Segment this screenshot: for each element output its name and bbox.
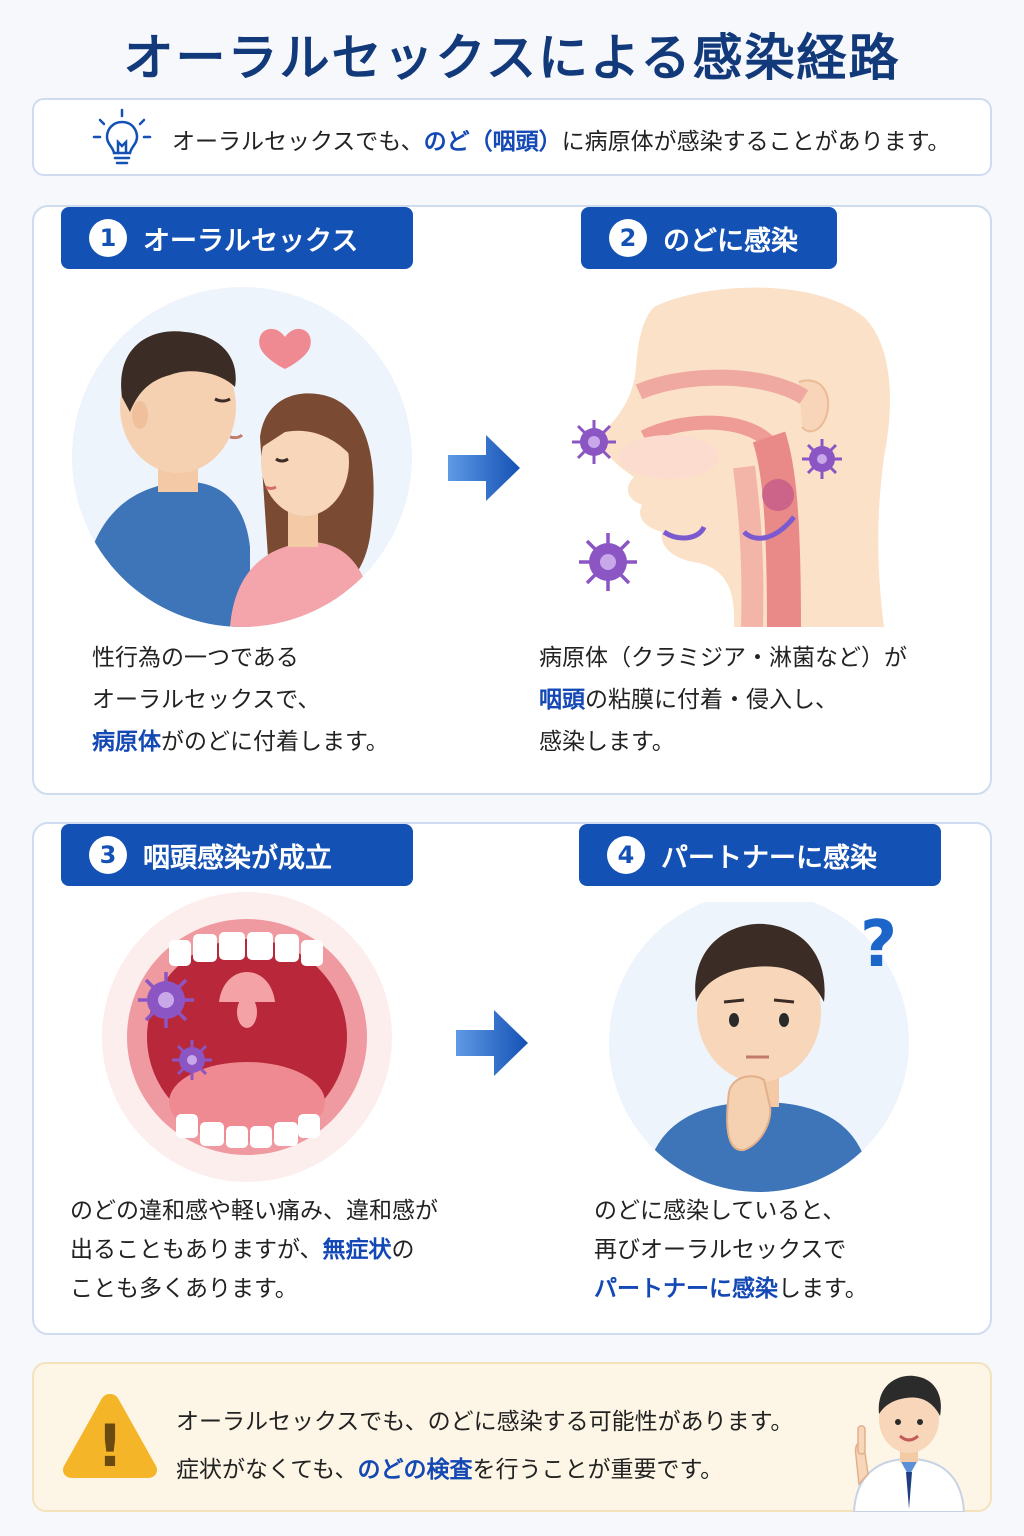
warning-line-2: 症状がなくても、のどの検査を行うことが重要です。 xyxy=(176,1457,724,1483)
step-2-badge: 2 のどに感染 xyxy=(581,207,837,269)
panel-steps-1-2: 1 オーラルセックス 2 のどに感染 xyxy=(32,205,992,795)
open-mouth-illustration xyxy=(102,892,392,1182)
step-3-description: のどの違和感や軽い痛み、違和感が 出ることもありますが、無症状の ことも多くあり… xyxy=(70,1198,438,1302)
step-4-description: のどに感染していると、 再びオーラルセックスで パートナーに感染します。 xyxy=(594,1198,868,1302)
throat-cross-section-illustration xyxy=(572,287,890,627)
intro-text: オーラルセックスでも、のど（咽頭）に病原体が感染することがあります。 xyxy=(172,129,951,155)
page-title: オーラルセックスによる感染経路 xyxy=(123,29,901,87)
arrow-right-icon xyxy=(448,435,520,501)
panel-steps-3-4: 3 咽頭感染が成立 4 パートナーに感染 xyxy=(32,822,992,1335)
warning-box: ! オーラルセックスでも、のどに感染する可能性があります。 症状がなくても、のど… xyxy=(32,1362,992,1512)
virus-icon xyxy=(572,420,616,464)
intro-box: オーラルセックスでも、のど（咽頭）に病原体が感染することがあります。 xyxy=(32,98,992,176)
heart-icon xyxy=(259,328,311,369)
warning-line-1: オーラルセックスでも、のどに感染する可能性があります。 xyxy=(176,1409,794,1435)
step-1-description: 性行為の一つである オーラルセックスで、 病原体がのどに付着します。 xyxy=(92,645,389,755)
doctor-illustration xyxy=(852,1375,966,1512)
question-icon: ? xyxy=(860,908,898,982)
step-2-description: 病原体（クラミジア・淋菌など）が 咽頭の粘膜に付着・侵入し、 感染します。 xyxy=(539,645,907,755)
couple-illustration xyxy=(72,287,412,627)
partner-thinking-illustration xyxy=(609,902,909,1192)
svg-text:!: ! xyxy=(97,1412,123,1480)
step-1-badge: 1 オーラルセックス xyxy=(61,207,413,269)
arrow-right-icon xyxy=(456,1010,528,1076)
virus-icon xyxy=(138,972,194,1028)
virus-icon xyxy=(579,533,637,591)
virus-icon xyxy=(802,439,842,479)
step-3-badge: 3 咽頭感染が成立 xyxy=(61,824,413,886)
virus-icon xyxy=(172,1040,212,1080)
step-4-badge: 4 パートナーに感染 xyxy=(579,824,941,886)
warning-icon: ! xyxy=(62,1394,158,1480)
lightbulb-icon xyxy=(92,108,152,165)
